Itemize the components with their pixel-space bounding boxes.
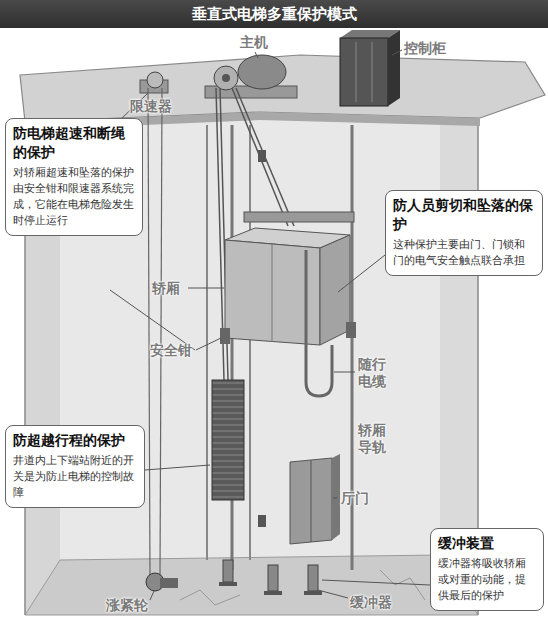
- part-label: 主机: [240, 34, 280, 51]
- governor-wheel: [147, 72, 163, 88]
- safety-gear: [220, 328, 230, 344]
- car-side: [320, 235, 350, 345]
- floor-crack: [180, 590, 240, 605]
- buffer-base: [219, 582, 237, 586]
- leader-line: [145, 465, 210, 470]
- callout-body: 对轿厢超速和坠落的保护由安全钳和限速器系统完成，它能在电梯危险发生时停止运行: [13, 165, 135, 229]
- cabinet-side: [388, 30, 400, 106]
- leader-line: [188, 288, 224, 289]
- callout-box: 缓冲装置缓冲器将吸收轿厢或对重的动能，提供最后的保护: [430, 528, 544, 611]
- pit-floor: [25, 555, 478, 615]
- callout-body: 井道内上下端站附近的开关是为防止电梯的控制故障: [13, 453, 137, 501]
- limit-switch: [258, 515, 266, 527]
- callout-heading: 防人员剪切和坠落的保护: [393, 196, 535, 234]
- part-label: 轿厢: [152, 280, 192, 297]
- callout-body: 缓冲器将吸收轿厢或对重的动能，提供最后的保护: [438, 556, 536, 604]
- callout-box: 防人员剪切和坠落的保护这种保护主要由门、门锁和门的电气安全触点联合承担: [385, 190, 543, 276]
- callout-body: 这种保护主要由门、门锁和门的电气安全触点联合承担: [393, 237, 535, 269]
- leader-line: [392, 50, 402, 55]
- leader-lines: [110, 50, 430, 600]
- part-label: 轿厢 导轨: [358, 422, 392, 456]
- machine-room-slab: [20, 55, 545, 122]
- callout-box: 防电梯超速和断绳的保护对轿厢超速和坠落的保护由安全钳和限速器系统完成，它能在电梯…: [5, 118, 143, 236]
- callout-box: 防超越行程的保护井道内上下端站附近的开关是为防止电梯的控制故障: [5, 425, 145, 508]
- leader-line: [322, 580, 430, 585]
- safety-gear: [346, 322, 356, 338]
- leader-line: [150, 591, 154, 600]
- counterweight-rail: [249, 125, 251, 560]
- motor: [238, 55, 286, 89]
- part-label: 控制柜: [404, 40, 464, 57]
- hoist-rope: [232, 88, 288, 226]
- part-label: 厅门: [341, 490, 381, 507]
- leader-line: [196, 338, 221, 350]
- cabinet-line: [372, 42, 373, 102]
- car-buffer: [308, 565, 318, 591]
- part-label: 安全钳: [150, 342, 210, 359]
- part-label: 随行 电缆: [358, 356, 392, 390]
- limit-switch: [258, 150, 266, 162]
- tension-weight: [160, 578, 178, 588]
- car-buffer: [268, 565, 278, 591]
- car-crosshead: [244, 212, 354, 222]
- counterweight-buffer: [223, 560, 233, 582]
- leader-line: [333, 498, 337, 499]
- travelling-cable-shape: [306, 250, 332, 396]
- title-banner: 垂直式电梯多重保护模式: [0, 0, 548, 28]
- buffer-base: [264, 591, 282, 595]
- counterweight-rail: [206, 125, 208, 560]
- leader-line: [255, 52, 258, 58]
- car-door-line: [272, 244, 273, 342]
- leader-line: [318, 590, 348, 598]
- control-cabinet: [340, 38, 388, 106]
- governor-rope: [148, 88, 150, 578]
- sheave-hub: [222, 74, 230, 82]
- counterweight: [212, 380, 244, 500]
- car-rail: [231, 125, 234, 570]
- part-label: 涨紧轮: [106, 597, 166, 614]
- buffer-base: [304, 591, 322, 595]
- part-label: 限速器: [130, 98, 190, 115]
- callout-heading: 缓冲装置: [438, 534, 536, 553]
- callout-heading: 防超越行程的保护: [13, 431, 137, 450]
- leader-line: [334, 372, 355, 373]
- hall-door-side: [332, 454, 340, 540]
- leader-line: [110, 290, 195, 350]
- hall-door: [290, 458, 332, 544]
- traction-sheave: [214, 66, 238, 90]
- callout-heading: 防电梯超速和断绳的保护: [13, 124, 135, 162]
- hoist-rope: [236, 88, 294, 226]
- governor-rope: [160, 88, 162, 578]
- leader-line: [338, 255, 385, 292]
- part-label: 缓冲器: [350, 594, 410, 611]
- hall-door-line: [311, 460, 312, 542]
- cabinet-line: [356, 42, 357, 102]
